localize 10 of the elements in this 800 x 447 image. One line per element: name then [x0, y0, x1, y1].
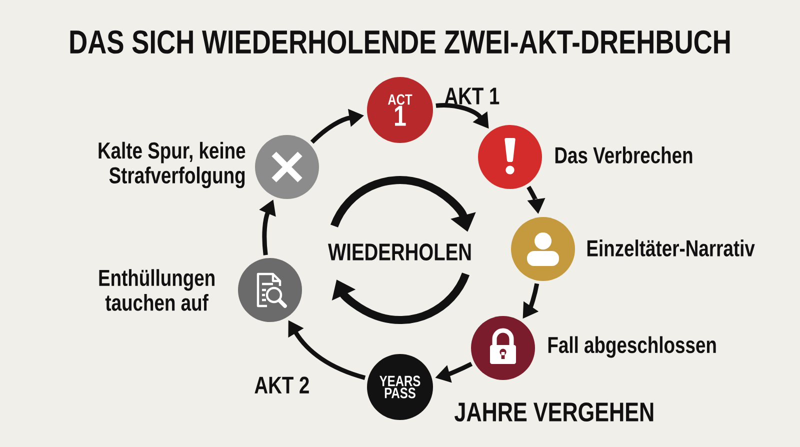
title: DAS SICH WIEDERHOLENDE ZWEI-AKT-DREHBUCH [70, 30, 730, 54]
step-label: Das Verbrechen [555, 146, 692, 164]
step-label: JAHRE VERGEHEN [454, 402, 654, 422]
step-label: Fall abgeschlossen [548, 336, 716, 358]
step-label: AKT 1 [444, 88, 500, 104]
act-label: AKT 2 [254, 376, 309, 394]
step-label: Enthüllungen tauchen auf [99, 269, 214, 311]
center-label: WIEDERHOLEN [328, 244, 471, 260]
step-label: Einzeltäter-Narrativ [587, 240, 755, 256]
step-label: Kalte Spur, keine Strafverfolgung [98, 142, 246, 188]
